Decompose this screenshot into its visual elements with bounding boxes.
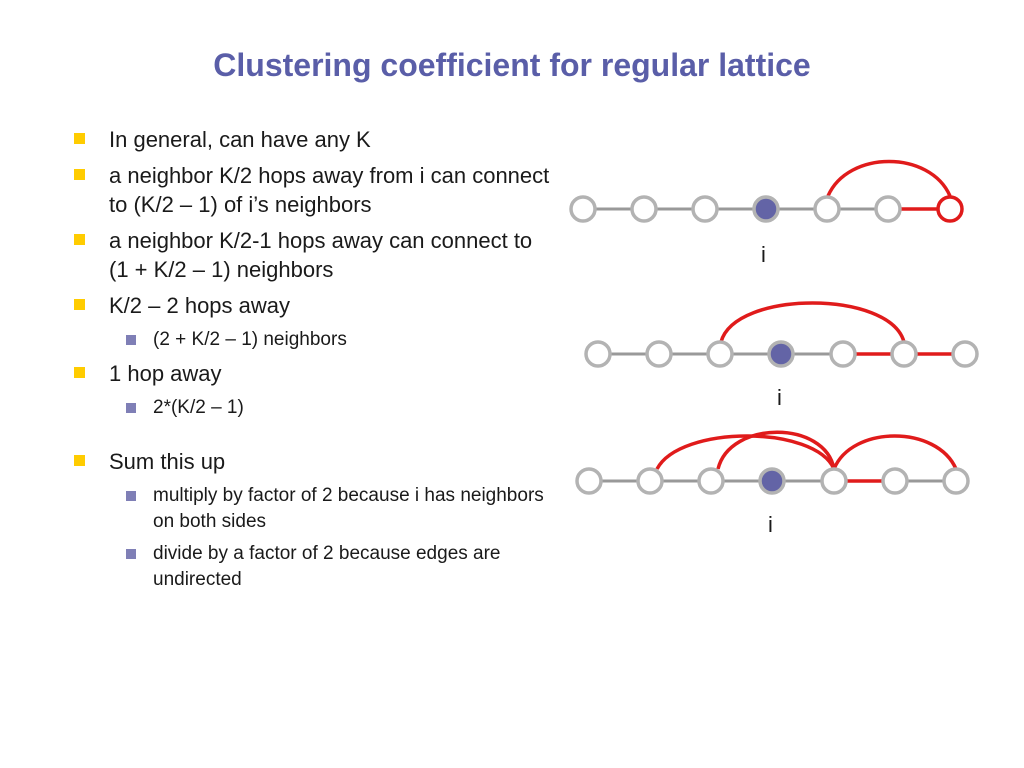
lattice-node — [890, 340, 918, 368]
lattice-node — [697, 467, 725, 495]
lattice-node — [951, 340, 979, 368]
lattice-node — [691, 195, 719, 223]
lattice-node-i — [758, 467, 786, 495]
sub-bullet-1-hop: 2*(K/2 – 1) — [70, 395, 550, 421]
lattice-node — [881, 467, 909, 495]
lattice-diagram-1: i — [569, 159, 964, 267]
lattice-node — [706, 340, 734, 368]
bullet-list: In general, can have any K a neighbor K/… — [70, 125, 550, 599]
lattice-node — [820, 467, 848, 495]
bullet-any-k: In general, can have any K — [70, 125, 550, 154]
lattice-diagram-2: i — [584, 301, 979, 410]
sub-bullet-k2-minus-2: (2 + K/2 – 1) neighbors — [70, 327, 550, 353]
node-i-label: i — [768, 512, 773, 537]
lattice-node — [813, 195, 841, 223]
sub-bullet-multiply: multiply by factor of 2 because i has ne… — [70, 483, 550, 535]
bullet-k2-minus-2-hops: K/2 – 2 hops away — [70, 291, 550, 320]
lattice-node — [942, 467, 970, 495]
lattice-arc-red — [716, 430, 836, 470]
lattice-arc-red — [826, 159, 952, 197]
sub-bullet-divide: divide by a factor of 2 because edges ar… — [70, 541, 550, 593]
bullet-k2-hops: a neighbor K/2 hops away from i can conn… — [70, 161, 550, 219]
lattice-node — [636, 467, 664, 495]
node-i-label: i — [761, 242, 766, 267]
bullet-1-hop: 1 hop away — [70, 359, 550, 388]
lattice-node — [829, 340, 857, 368]
lattice-node-highlighted — [936, 195, 964, 223]
lattice-diagram-3: i — [575, 430, 970, 537]
lattice-arc-red — [655, 434, 836, 470]
lattice-node — [569, 195, 597, 223]
lattice-node — [630, 195, 658, 223]
node-i-label: i — [777, 385, 782, 410]
lattice-node — [645, 340, 673, 368]
lattice-node — [874, 195, 902, 223]
bullet-sum-up: Sum this up — [70, 447, 550, 476]
lattice-node — [584, 340, 612, 368]
lattice-node-i — [752, 195, 780, 223]
lattice-arc-red — [719, 301, 906, 343]
lattice-node — [575, 467, 603, 495]
lattice-arc-red — [832, 434, 958, 470]
lattice-node-i — [767, 340, 795, 368]
bullet-k2-minus-1-hops: a neighbor K/2-1 hops away can connect t… — [70, 226, 550, 284]
slide-title: Clustering coefficient for regular latti… — [213, 47, 811, 83]
